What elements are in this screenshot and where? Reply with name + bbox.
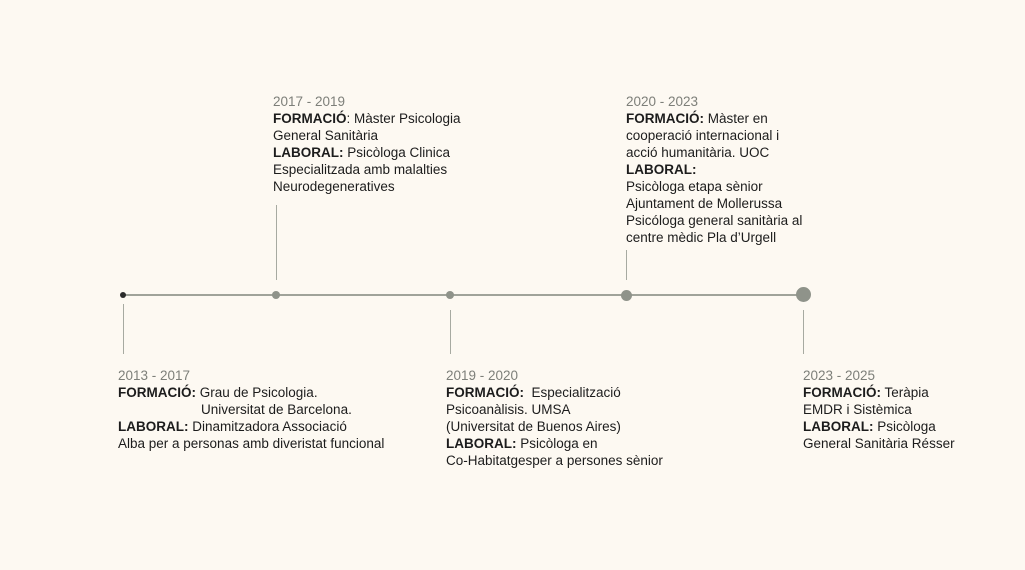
timeline-connector-3: [450, 310, 451, 354]
formacio-text-cont: acció humanitària. UOC: [626, 145, 770, 160]
laboral-label: LABORAL:: [803, 419, 874, 434]
formacio-text-cont: cooperació internacional i: [626, 128, 780, 143]
timeline-entry-2023: 2023 - 2025 FORMACIÓ: Teràpia EMDR i Sis…: [803, 367, 955, 452]
formacio-text: : Màster Psicologia: [346, 111, 461, 126]
entry-laboral: LABORAL: Psicòloga: [803, 418, 955, 435]
entry-laboral: LABORAL: Psicòloga en: [446, 435, 663, 452]
timeline-connector-1: [123, 304, 124, 354]
formacio-text-cont: Psicoanàlisis. UMSA: [446, 402, 571, 417]
timeline-entry-2017: 2017 - 2019 FORMACIÓ: Màster Psicologia …: [273, 93, 461, 195]
laboral-text-cont: Psicóloga general sanitària al: [626, 213, 803, 228]
timeline-marker-5: [796, 287, 811, 302]
formacio-text-cont: (Universitat de Buenos Aires): [446, 419, 621, 434]
formacio-text: Màster en: [704, 111, 768, 126]
laboral-text-cont: Psicòloga etapa sènior: [626, 179, 763, 194]
laboral-text: Psicòloga: [873, 419, 936, 434]
entry-laboral: LABORAL: Psicòloga Clinica: [273, 144, 461, 161]
formacio-text: Grau de Psicologia.: [196, 385, 318, 400]
formacio-label: FORMACIÓ:: [803, 385, 881, 400]
formacio-label: FORMACIÓ: [273, 111, 347, 126]
formacio-text: Especialització: [524, 385, 621, 400]
laboral-text: Psicòloga Clinica: [343, 145, 451, 160]
formacio-label: FORMACIÓ:: [118, 385, 196, 400]
laboral-text-cont: General Sanitària Résser: [803, 436, 955, 451]
entry-period: 2019 - 2020: [446, 368, 519, 383]
timeline-entry-2019: 2019 - 2020 FORMACIÓ: Especialització Ps…: [446, 367, 663, 469]
timeline-axis: [123, 294, 803, 296]
laboral-text-cont: Neurodegeneratives: [273, 179, 395, 194]
entry-formacio: FORMACIÓ: Grau de Psicologia.: [118, 384, 384, 401]
laboral-text-cont: Alba per a personas amb diveristat funci…: [118, 436, 385, 451]
entry-formacio: FORMACIÓ: Màster en: [626, 110, 802, 127]
laboral-label: LABORAL:: [118, 419, 189, 434]
entry-period: 2023 - 2025: [803, 368, 876, 383]
laboral-text: Psicòloga en: [516, 436, 598, 451]
laboral-label: LABORAL:: [446, 436, 517, 451]
laboral-text: Dinamitzadora Associació: [188, 419, 347, 434]
laboral-label: LABORAL:: [626, 162, 697, 177]
laboral-text-cont: Especialitzada amb malalties: [273, 162, 448, 177]
formacio-text-cont: EMDR i Sistèmica: [803, 402, 912, 417]
formacio-text: Teràpia: [881, 385, 929, 400]
laboral-text-cont: Ajuntament de Mollerussa: [626, 196, 783, 211]
entry-formacio: FORMACIÓ: Màster Psicologia: [273, 110, 461, 127]
entry-period: 2013 - 2017: [118, 368, 191, 383]
timeline-connector-5: [803, 310, 804, 354]
entry-period: 2017 - 2019: [273, 94, 346, 109]
entry-period: 2020 - 2023: [626, 94, 699, 109]
formacio-label: FORMACIÓ:: [446, 385, 524, 400]
formacio-label: FORMACIÓ:: [626, 111, 704, 126]
laboral-text-cont: centre mèdic Pla d’Urgell: [626, 230, 777, 245]
timeline-entry-2013: 2013 - 2017 FORMACIÓ: Grau de Psicologia…: [118, 367, 384, 452]
timeline-marker-2: [272, 291, 280, 299]
formacio-text-cont: Universitat de Barcelona.: [201, 402, 352, 417]
laboral-label: LABORAL:: [273, 145, 344, 160]
entry-formacio: FORMACIÓ: Teràpia: [803, 384, 955, 401]
timeline-entry-2020: 2020 - 2023 FORMACIÓ: Màster en cooperac…: [626, 93, 802, 246]
timeline-marker-1: [120, 292, 126, 298]
timeline-connector-2: [276, 205, 277, 280]
entry-formacio: FORMACIÓ: Especialització: [446, 384, 663, 401]
formacio-text-cont: General Sanitària: [273, 128, 379, 143]
entry-laboral: LABORAL:: [626, 161, 802, 178]
entry-laboral: LABORAL: Dinamitzadora Associació: [118, 418, 384, 435]
laboral-text-cont: Co-Habitatgesper a persones sènior: [446, 453, 663, 468]
timeline-connector-4: [626, 250, 627, 280]
timeline-marker-4: [621, 290, 632, 301]
timeline-marker-3: [446, 291, 454, 299]
